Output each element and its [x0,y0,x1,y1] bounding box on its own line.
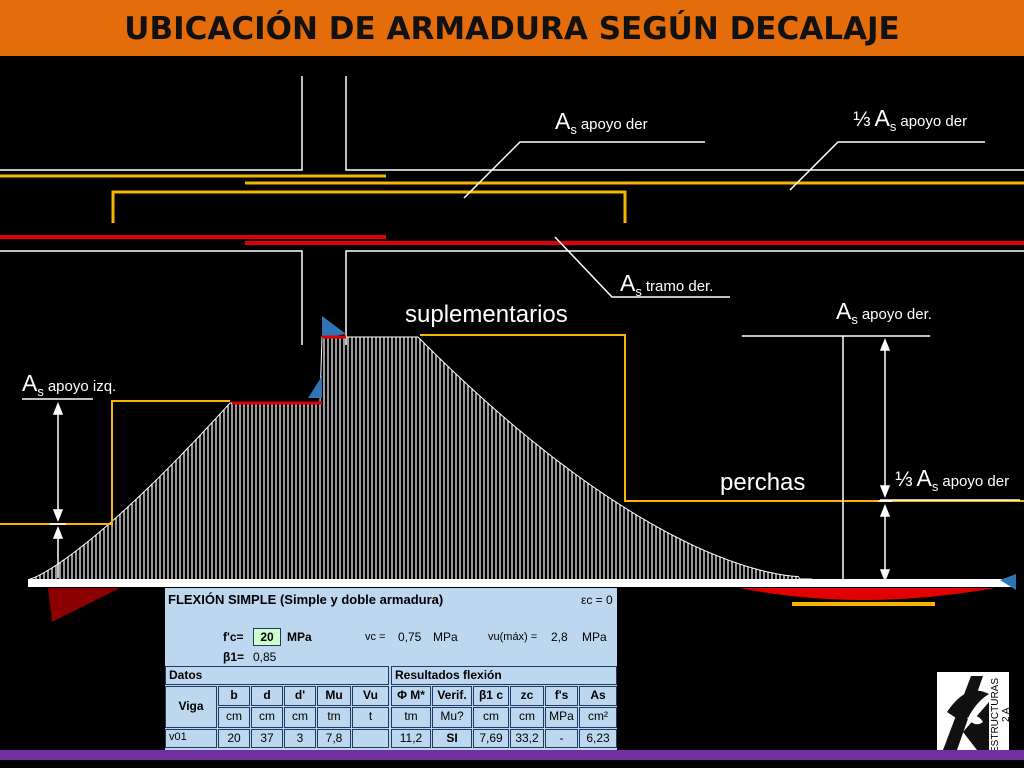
column-header: Mu [317,686,351,706]
fc-input[interactable]: 20 [253,628,281,646]
row-name: v01 [165,729,217,748]
negative-moment-right [740,588,995,600]
column-header: f's [545,686,578,706]
datos-header: Datos [165,666,389,685]
column-unit: cm [284,707,316,728]
table-cell: SI [432,729,472,748]
blue-end-mark [1000,574,1016,590]
vu-unit: MPa [582,630,607,644]
vc-label: vc = [365,631,386,643]
table-cell: 37 [251,729,283,748]
flexion-table: FLEXIÓN SIMPLE (Simple y doble armadura)… [165,588,617,750]
beta1-value: 0,85 [253,650,277,664]
table-cell: 11,2 [391,729,431,748]
table-cell: 20 [218,729,250,748]
column-unit: cm [251,707,283,728]
dimension-arrows [50,336,892,583]
table-cell: 6,23 [579,729,617,748]
bottom-strip [0,750,1024,760]
column-unit: cm [218,707,250,728]
slide-title: UBICACIÓN DE ARMADURA SEGÚN DECALAJE [124,11,900,47]
leader-lines [22,141,1020,501]
fc-label: f'c= [223,630,244,644]
title-bar [0,0,1024,56]
vc-unit: MPa [433,630,458,644]
fc-unit: MPa [287,630,312,644]
viga-header: Viga [165,686,217,728]
table-cell: 33,2 [510,729,544,748]
beta1-label: β1= [223,650,245,664]
table-cell: 7,69 [473,729,509,748]
table-cell: - [545,729,578,748]
moment-envelope-hatch [29,336,812,580]
eps-c: εc = 0 [581,593,613,607]
column-outline [0,76,1024,345]
column-header: d [251,686,283,706]
column-header: β1 c [473,686,509,706]
table-cell: 7,8 [317,729,351,748]
column-header: As [579,686,617,706]
label-suplementarios: suplementarios [405,301,568,328]
column-header: Φ M* [391,686,431,706]
column-unit: cm [473,707,509,728]
table-cell: 3 [284,729,316,748]
logo-mark-icon [943,676,989,750]
negative-moment-left [48,588,120,622]
table-title: FLEXIÓN SIMPLE (Simple y doble armadura) [168,592,444,607]
red-step-marks [232,335,346,405]
column-unit: Mu? [432,707,472,728]
column-unit: cm² [579,707,617,728]
logo-text: ESTRUCTURAS 2 A [990,677,1012,753]
resultados-header: Resultados flexión [391,666,617,685]
column-unit: cm [510,707,544,728]
vu-value: 2,8 [551,630,568,644]
column-unit: MPa [545,707,578,728]
column-header: zc [510,686,544,706]
estructuras-logo [937,672,1009,754]
shear-step-blue [308,316,346,398]
column-unit: tm [317,707,351,728]
column-header: Vu [352,686,389,706]
label-perchas: perchas [720,469,806,496]
yellow-hook-bar [111,190,627,223]
beam-axis [28,579,1016,587]
vc-value: 0,75 [398,630,422,644]
table-cell [352,729,389,748]
column-header: b [218,686,250,706]
reinforcement-bars [0,174,1024,245]
vu-label: vu(máx) = [488,631,538,643]
column-unit: tm [391,707,431,728]
column-header: d' [284,686,316,706]
column-header: Verif. [432,686,472,706]
column-unit: t [352,707,389,728]
